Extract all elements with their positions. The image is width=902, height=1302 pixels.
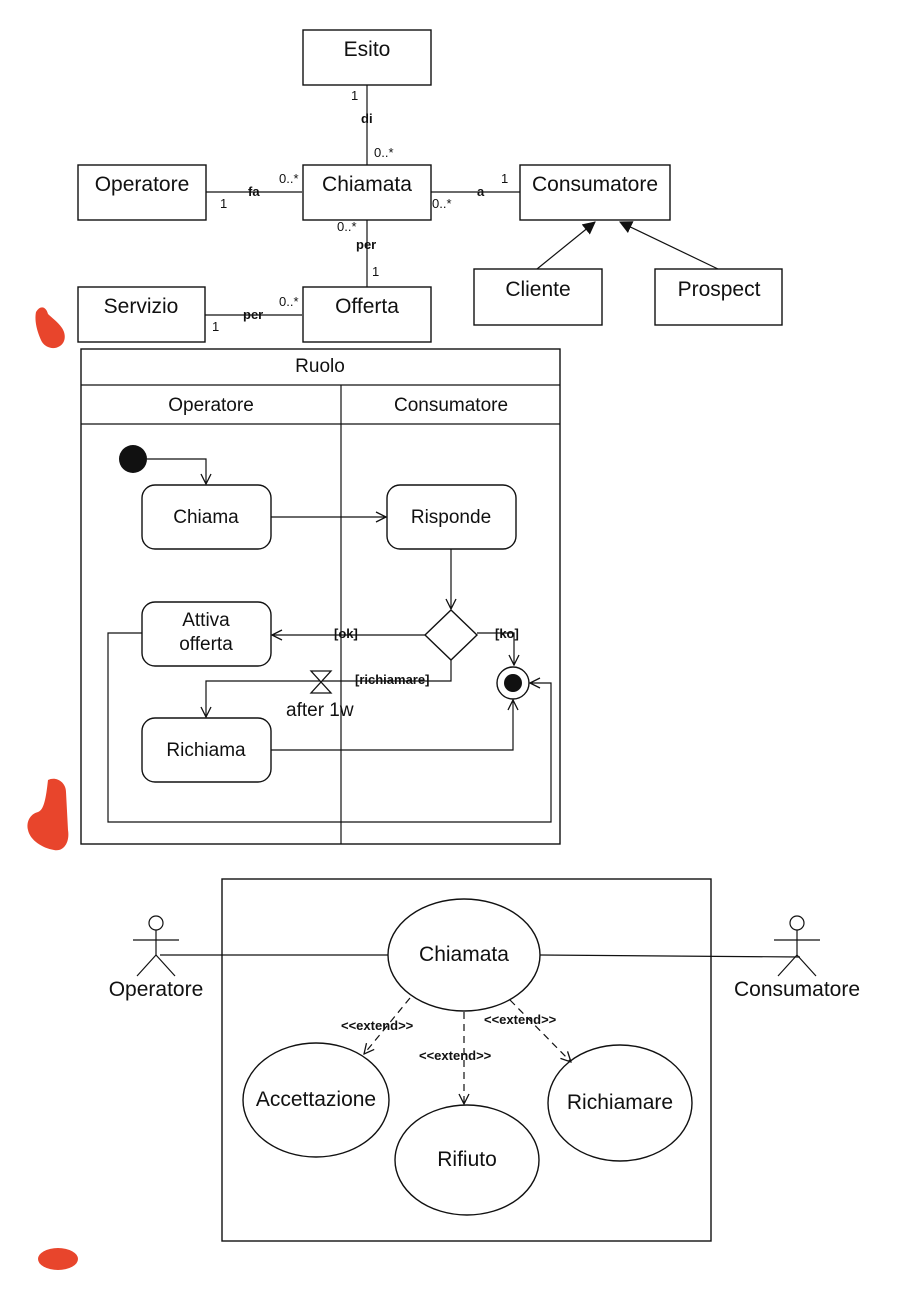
actor-operatore: Operatore [109,915,204,1001]
actor-head-icon [148,915,164,931]
lane-operatore: Operatore [168,395,254,416]
assoc-name-per-offerta: per [356,237,376,252]
lane-consumatore: Consumatore [394,395,508,416]
action-chiama-label: Chiama [173,507,239,528]
mult-chiamata-operatore: 0..* [279,171,299,186]
mult-chiamata-offerta: 0..* [337,219,357,234]
mult-offerta-servizio: 0..* [279,294,299,309]
class-cliente: Cliente [473,268,603,326]
extend-accettazione [364,997,411,1054]
class-diagram: Esito Operatore Chiamata Consumatore Ser… [77,29,783,343]
action-attiva-label-2: offerta [179,634,233,655]
class-offerta: Offerta [302,286,432,343]
action-attiva-offerta: Attiva offerta [141,601,272,667]
generalization-cliente [536,221,596,270]
extend-label-accettazione: <<extend>> [341,1018,414,1033]
usecase-rifiuto-label: Rifiuto [437,1148,497,1171]
guard-ko: [ko] [495,626,519,641]
class-cliente-label: Cliente [505,278,570,301]
mult-servizio-1: 1 [212,319,219,334]
extend-richiamare [509,999,571,1062]
usecase-richiamare-label: Richiamare [567,1091,673,1114]
mult-offerta-1: 1 [372,264,379,279]
activity-diagram: Ruolo Operatore Consumatore Chiama Rispo… [80,348,561,845]
usecase-accettazione: Accettazione [242,1042,390,1158]
class-chiamata-label: Chiamata [322,173,412,196]
mult-operatore-1: 1 [220,196,227,211]
actor-consumatore-label: Consumatore [734,978,860,1001]
class-prospect: Prospect [654,268,783,326]
guard-richiamare: [richiamare] [355,672,429,687]
swimlane-title: Ruolo [295,356,345,377]
action-risponde: Risponde [386,484,517,550]
assoc-name-per-servizio: per [243,307,263,322]
assoc-name-di: di [361,111,373,126]
class-servizio: Servizio [77,286,206,343]
action-chiama: Chiama [141,484,272,550]
class-servizio-label: Servizio [104,295,179,318]
action-richiama: Richiama [141,717,272,783]
assoc-name-a: a [477,184,485,199]
mult-esito-1: 1 [351,88,358,103]
class-consumatore-label: Consumatore [532,173,658,196]
actor-operatore-label: Operatore [109,978,204,1001]
red-scribble-mark [38,1248,78,1270]
mult-chiamata-esito: 0..* [374,145,394,160]
mult-consumatore-1: 1 [501,171,508,186]
class-prospect-label: Prospect [678,278,761,301]
red-scribble-mark [35,307,65,349]
initial-node [119,445,147,473]
class-chiamata: Chiamata [302,164,432,221]
timer-label: after 1w [286,700,354,721]
mult-chiamata-consumatore: 0..* [432,196,452,211]
class-operatore-label: Operatore [95,173,190,196]
guard-ok: [ok] [334,626,358,641]
action-attiva-label-1: Attiva [182,610,230,631]
usecase-accettazione-label: Accettazione [256,1088,376,1111]
extend-label-richiamare: <<extend>> [484,1012,557,1027]
class-operatore: Operatore [77,164,207,221]
class-esito: Esito [302,29,432,86]
usecase-chiamata-label: Chiamata [419,943,509,966]
red-scribble-mark [27,778,69,851]
usecase-chiamata: Chiamata [387,898,541,1012]
usecase-rifiuto: Rifiuto [394,1104,540,1216]
extend-label-rifiuto: <<extend>> [419,1048,492,1063]
generalization-prospect [619,221,719,270]
assoc-name-fa: fa [248,184,260,199]
hourglass-icon [309,670,333,694]
actor-consumatore: Consumatore [734,915,860,1001]
usecase-diagram: Operatore Consumatore Chiamata Accettazi… [109,878,860,1242]
actor-head-icon [789,915,805,931]
class-offerta-label: Offerta [335,295,399,318]
usecase-richiamare: Richiamare [547,1044,693,1162]
class-esito-label: Esito [344,38,391,61]
class-consumatore: Consumatore [519,164,671,221]
action-risponde-label: Risponde [411,507,491,528]
action-richiama-label: Richiama [166,740,246,761]
